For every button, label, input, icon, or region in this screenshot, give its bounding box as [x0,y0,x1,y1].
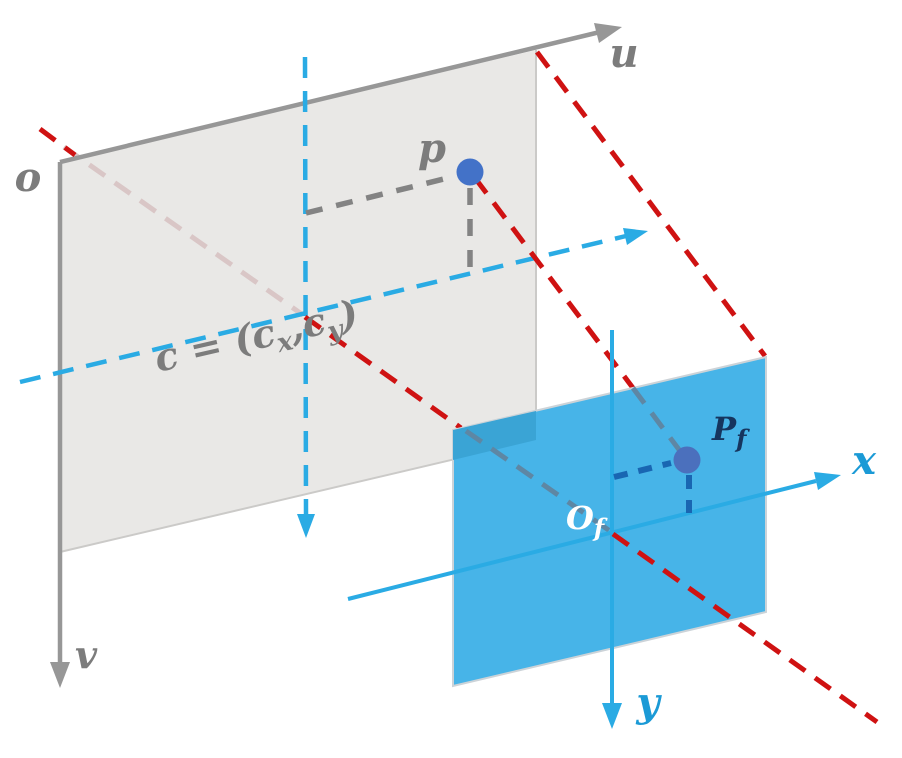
principal-axis-front-segment [611,531,879,725]
label-p: p [418,125,446,172]
label-o: o [15,154,42,201]
label-v: v [75,632,98,677]
point-pf-dot [673,446,701,474]
v-axis-arrowhead [50,662,70,688]
corner-correspondence-line [535,50,767,358]
label-of-sub: f [592,513,608,542]
u-axis [59,29,601,165]
label-pf-main: P [711,410,737,448]
x-axis-arrowhead [814,472,841,490]
label-x: x [851,437,877,484]
label-of-main: O [566,499,594,537]
p-horizontal-coordinate-dashed-line [305,173,457,216]
principal-axis-after-c-segment [303,314,463,431]
u-axis-arrowhead [594,23,622,43]
point-p-dot [456,158,484,186]
principal-axis-faded-segment [62,144,305,318]
label-of: Of [566,499,608,542]
principal-vertical-arrowhead [297,514,315,538]
label-y: y [635,679,662,726]
y-axis-arrowhead [602,703,622,729]
label-pf: Pf [711,410,750,453]
label-c-sub-x: x [273,326,296,359]
principal-horizontal-dashed-line [19,233,627,385]
label-u: u [609,30,638,77]
plane-overlap-region [453,411,536,460]
x-axis [347,479,817,601]
pf-horizontal-coordinate-dashed-line [613,460,672,480]
principal-vertical-dashed-line [302,56,309,515]
label-pf-sub: f [734,424,750,453]
ray-behind-focal-segment [630,386,686,457]
image-plane [60,50,536,552]
projection-ray-p-to-focal-segment [473,176,635,390]
principal-horizontal-arrowhead [623,228,648,245]
principal-axis-incoming-segment [38,126,77,158]
